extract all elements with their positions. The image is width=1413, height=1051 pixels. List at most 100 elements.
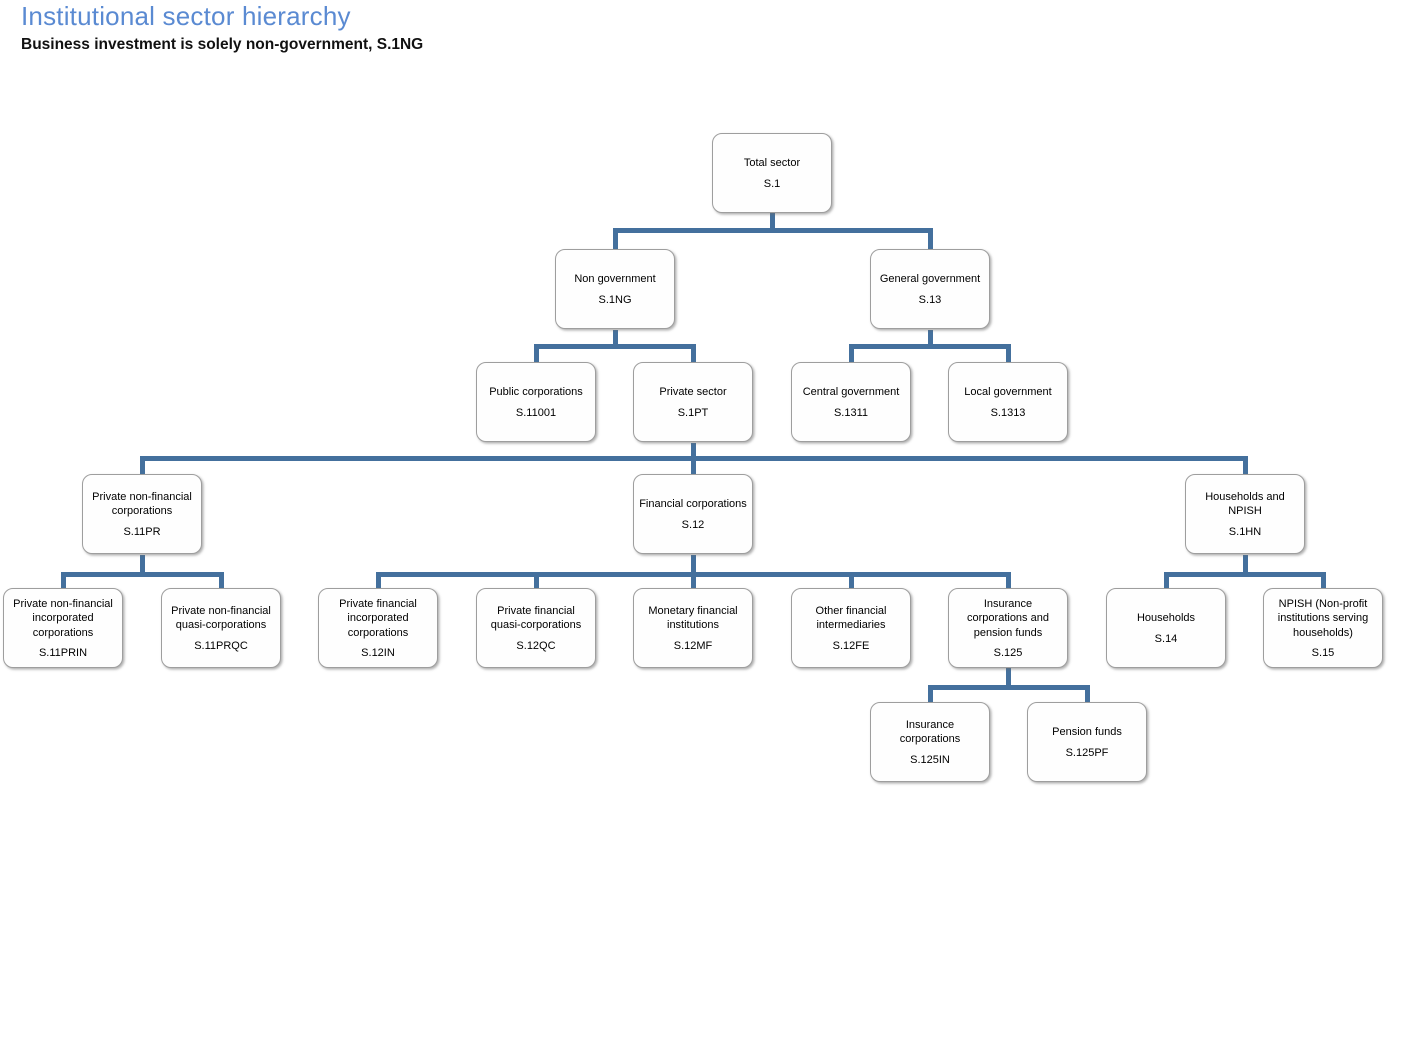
page-header: Institutional sector hierarchy Business … — [21, 0, 423, 54]
node-local-government: Local government S.1313 — [948, 362, 1068, 442]
connector-line — [849, 572, 854, 589]
connector-line — [376, 572, 381, 589]
node-code: S.1313 — [990, 406, 1026, 419]
connector-line — [691, 344, 696, 363]
node-insurance-corporations: Insurance corporations S.125IN — [870, 702, 990, 782]
connector-line — [61, 572, 66, 589]
node-code: S.14 — [1154, 632, 1178, 645]
node-label: Private non-financial incorporated corpo… — [13, 598, 113, 639]
node-code: S.11PRQC — [194, 639, 248, 652]
node-code: S.11PR — [123, 525, 161, 538]
node-code: S.12MF — [673, 639, 713, 652]
connector-line — [1006, 668, 1011, 690]
node-code: S.12QC — [516, 639, 556, 652]
node-npish: NPISH (Non-profit institutions serving h… — [1263, 588, 1383, 668]
node-code: S.125IN — [910, 753, 950, 766]
node-code: S.1HN — [1228, 525, 1262, 538]
connector-line — [849, 344, 854, 363]
node-label: Private non-financial corporations — [92, 491, 192, 518]
node-label: Private financial quasi-corporations — [490, 605, 582, 632]
connector-line — [534, 344, 696, 349]
node-label: Insurance corporations — [899, 719, 961, 746]
connector-line — [219, 572, 224, 589]
node-label: Insurance corporations and pension funds — [967, 598, 1049, 639]
connector-line — [1321, 572, 1326, 589]
connector-line — [928, 330, 933, 349]
node-code: S.1 — [763, 177, 781, 190]
page-title: Institutional sector hierarchy — [21, 1, 351, 31]
node-code: S.12FE — [832, 639, 870, 652]
connector-line — [928, 685, 1090, 690]
node-households: Households S.14 — [1106, 588, 1226, 668]
node-label: Private non-financial quasi-corporations — [171, 605, 271, 632]
node-insurance-corporations-and-pension-funds: Insurance corporations and pension funds… — [948, 588, 1068, 668]
connector-line — [928, 228, 933, 251]
node-label: Non government — [574, 273, 656, 286]
node-code: S.11PRIN — [38, 646, 88, 659]
node-code: S.12IN — [361, 646, 395, 659]
node-label: Private financial incorporated corporati… — [339, 598, 417, 639]
node-code: S.125 — [993, 646, 1023, 659]
node-label: Private sector — [659, 386, 727, 399]
node-private-sector: Private sector S.1PT — [633, 362, 753, 442]
node-label: General government — [879, 273, 981, 286]
connector-line — [613, 228, 933, 233]
connector-line — [534, 572, 539, 589]
node-households-and-npish: Households and NPISH S.1HN — [1185, 474, 1305, 554]
node-label: Households — [1136, 612, 1196, 625]
connector-line — [1164, 572, 1169, 589]
node-label: Total sector — [743, 157, 801, 170]
node-code: S.1PT — [677, 406, 709, 419]
connector-line — [849, 344, 1011, 349]
connector-line — [691, 443, 696, 461]
node-code: S.1NG — [598, 293, 632, 306]
node-private-financial-quasi-corporations: Private financial quasi-corporations S.1… — [476, 588, 596, 668]
node-private-non-financial-quasi-corporations: Private non-financial quasi-corporations… — [161, 588, 281, 668]
node-label: Households and NPISH — [1205, 491, 1285, 518]
connector-line — [691, 456, 696, 475]
connector-line — [1164, 572, 1326, 577]
node-label: Public corporations — [489, 386, 583, 399]
node-monetary-financial-institutions: Monetary financial institutions S.12MF — [633, 588, 753, 668]
node-code: S.11001 — [515, 406, 557, 419]
node-private-non-financial-corporations: Private non-financial corporations S.11P… — [82, 474, 202, 554]
connector-line — [1006, 572, 1011, 589]
connector-line — [61, 572, 224, 577]
node-code: S.1311 — [833, 406, 869, 419]
node-label: Other financial intermediaries — [815, 605, 887, 632]
node-financial-corporations: Financial corporations S.12 — [633, 474, 753, 554]
node-public-corporations: Public corporations S.11001 — [476, 362, 596, 442]
node-label: Monetary financial institutions — [648, 605, 738, 632]
connector-line — [140, 555, 145, 577]
node-label: Financial corporations — [639, 498, 747, 511]
node-code: S.13 — [918, 293, 942, 306]
page-subtitle: Business investment is solely non-govern… — [21, 35, 424, 53]
node-label: Central government — [802, 386, 900, 399]
connector-line — [1085, 685, 1090, 703]
node-label: Pension funds — [1052, 726, 1122, 739]
connector-line — [1006, 344, 1011, 363]
node-central-government: Central government S.1311 — [791, 362, 911, 442]
node-private-financial-incorporated-corporations: Private financial incorporated corporati… — [318, 588, 438, 668]
node-label: NPISH (Non-profit institutions serving h… — [1277, 598, 1369, 639]
connector-line — [770, 211, 775, 233]
connector-line — [534, 344, 539, 363]
node-code: S.12 — [681, 518, 705, 531]
connector-line — [140, 456, 145, 475]
connector-line — [1243, 555, 1248, 577]
connector-line — [613, 330, 618, 349]
node-label: Local government — [964, 386, 1052, 399]
node-total-sector: Total sector S.1 — [712, 133, 832, 213]
connector-line — [1243, 456, 1248, 475]
connector-line — [928, 685, 933, 703]
connector-line — [691, 555, 696, 577]
node-non-government: Non government S.1NG — [555, 249, 675, 329]
node-code: S.125PF — [1065, 746, 1109, 759]
node-pension-funds: Pension funds S.125PF — [1027, 702, 1147, 782]
connector-line — [691, 572, 696, 589]
node-code: S.15 — [1311, 646, 1335, 659]
node-other-financial-intermediaries: Other financial intermediaries S.12FE — [791, 588, 911, 668]
node-general-government: General government S.13 — [870, 249, 990, 329]
connector-line — [613, 228, 618, 251]
